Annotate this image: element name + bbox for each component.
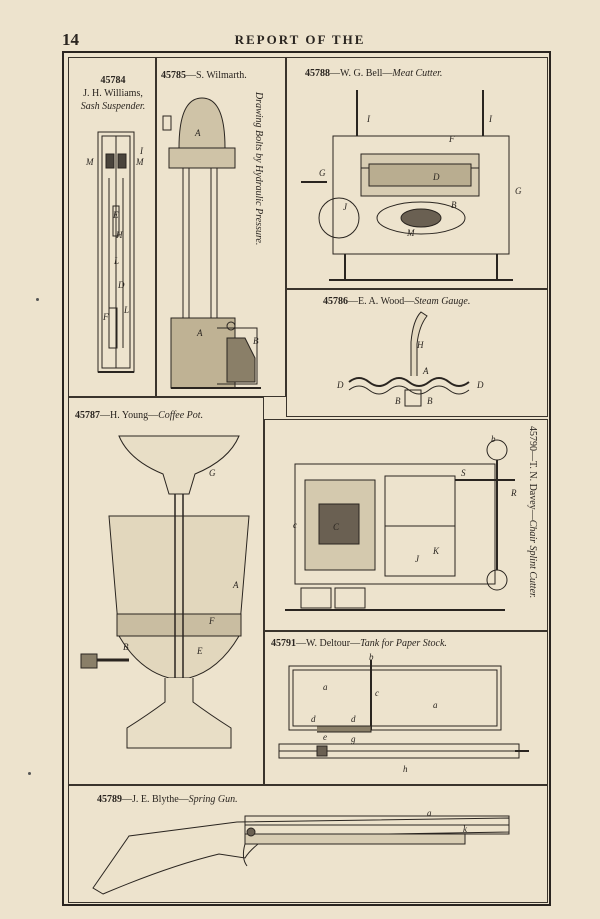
- figure-45786: 45786—E. A. Wood—Steam Gauge. H A D D B …: [286, 289, 548, 417]
- figure-inventor: T. N. Davey: [527, 461, 538, 510]
- figure-label: b: [491, 434, 496, 444]
- figure-label: B: [253, 336, 259, 346]
- figure-45791: 45791—W. Deltour—Tank for Paper Stock. a…: [264, 631, 548, 785]
- figure-label: b: [369, 652, 374, 662]
- figure-label: H: [115, 230, 123, 240]
- figure-inventor: W. G. Bell: [340, 68, 383, 79]
- figure-label: E: [112, 210, 119, 220]
- figure-label: D: [432, 172, 440, 182]
- figure-title: Coffee Pot.: [158, 410, 204, 421]
- figure-label: F: [448, 134, 455, 144]
- figure-number: 45791: [271, 638, 296, 649]
- figure-label: D: [336, 380, 344, 390]
- figure-label: M: [135, 157, 144, 167]
- figure-label: R: [510, 488, 517, 498]
- spring-gun-drawing: a k: [92, 808, 510, 895]
- figure-label: L: [113, 256, 119, 266]
- figure-label: c: [375, 688, 379, 698]
- figure-label: d: [351, 714, 356, 724]
- figure-label: H: [416, 340, 424, 350]
- figure-label: A: [194, 128, 201, 138]
- paper-tank-drawing: a a b c d d e g h: [278, 652, 529, 774]
- figure-inventor: J. H. Williams,: [83, 88, 143, 99]
- figure-label: B: [395, 396, 401, 406]
- figure-label: d: [311, 714, 316, 724]
- figure-label: I: [366, 114, 371, 124]
- figure-label: F: [208, 616, 215, 626]
- figure-45784: 45784 J. H. Williams, Sash Suspender. M …: [68, 57, 156, 397]
- figure-label: B: [427, 396, 433, 406]
- hydraulic-bolt-drawing: A A B: [162, 97, 261, 389]
- figure-45787: 45787—H. Young—Coffee Pot. G A F E B: [68, 397, 264, 785]
- figure-side-title: Drawing Bolts by Hydraulic Pressure.: [253, 92, 264, 246]
- figure-label: G: [515, 186, 522, 196]
- running-head: REPORT OF THE: [234, 32, 366, 47]
- figure-45785: 45785—S. Wilmarth. Drawing Bolts by Hydr…: [156, 57, 286, 397]
- figure-number: 45787: [75, 410, 100, 421]
- paper-speck: [28, 772, 31, 775]
- figure-number: 45785: [161, 70, 186, 81]
- splint-cutter-drawing: S R C c K J b: [285, 434, 517, 611]
- figure-inventor: E. A. Wood: [358, 296, 405, 307]
- figure-label: M: [85, 157, 94, 167]
- figure-title: Sash Suspender.: [80, 101, 146, 112]
- figure-title: Steam Gauge.: [414, 296, 471, 307]
- figure-label: c: [293, 520, 297, 530]
- figure-inventor: H. Young: [110, 410, 149, 421]
- figure-45788: 45788—W. G. Bell—Meat Cutter. I I F: [286, 57, 548, 289]
- figure-label: D: [476, 380, 484, 390]
- figure-label: A: [196, 328, 203, 338]
- figure-number: 45788: [305, 68, 330, 79]
- figure-label: I: [139, 146, 144, 156]
- figure-label: G: [319, 168, 326, 178]
- figure-label: E: [196, 646, 203, 656]
- figure-number: 45784: [100, 75, 126, 86]
- figure-label: h: [403, 764, 408, 774]
- meat-cutter-drawing: I I F D G G J B M: [301, 90, 522, 281]
- figure-title: Chair Splint Cutter.: [527, 519, 538, 599]
- figure-label: B: [123, 642, 129, 652]
- figure-label: I: [488, 114, 493, 124]
- figure-label: G: [209, 468, 216, 478]
- figure-label: k: [463, 824, 468, 834]
- figure-label: S: [461, 468, 466, 478]
- figure-label: L: [123, 305, 129, 315]
- figure-label: D: [117, 280, 125, 290]
- figure-number: 45789: [97, 794, 122, 805]
- figure-title: Meat Cutter.: [392, 68, 443, 79]
- figure-45789: 45789—J. E. Blythe—Spring Gun. a k: [68, 785, 548, 903]
- figure-label: C: [333, 522, 340, 532]
- coffee-pot-drawing: G A F E B: [80, 435, 250, 749]
- figure-title: Spring Gun.: [188, 794, 238, 805]
- figure-label: B: [451, 200, 457, 210]
- figure-label: a: [323, 682, 328, 692]
- paper-speck: [36, 298, 39, 301]
- figure-45790: 45790—T. N. Davey—Chair Splint Cutter. S…: [264, 419, 548, 631]
- figure-number: 45786: [323, 296, 348, 307]
- sash-suspender-drawing: M M I E H L D F L: [85, 131, 144, 373]
- figure-label: M: [406, 228, 415, 238]
- figure-label: e: [323, 732, 327, 742]
- patent-plate: 45784 J. H. Williams, Sash Suspender. M …: [62, 51, 551, 906]
- figure-inventor: W. Deltour: [306, 638, 351, 649]
- figure-inventor: S. Wilmarth.: [196, 70, 247, 81]
- page-number: 14: [62, 30, 79, 49]
- figure-label: A: [422, 366, 429, 376]
- figure-inventor: J. E. Blythe: [132, 794, 179, 805]
- figure-label: g: [351, 734, 356, 744]
- figure-label: a: [433, 700, 438, 710]
- figure-label: F: [102, 312, 109, 322]
- figure-title: Tank for Paper Stock.: [360, 638, 447, 649]
- figure-label: A: [232, 580, 239, 590]
- figure-label: J: [343, 202, 348, 212]
- figure-number: 45790: [527, 426, 538, 451]
- figure-label: a: [427, 808, 432, 818]
- figure-label: K: [432, 546, 440, 556]
- steam-gauge-drawing: H A D D B B: [336, 311, 484, 407]
- figure-label: J: [415, 554, 420, 564]
